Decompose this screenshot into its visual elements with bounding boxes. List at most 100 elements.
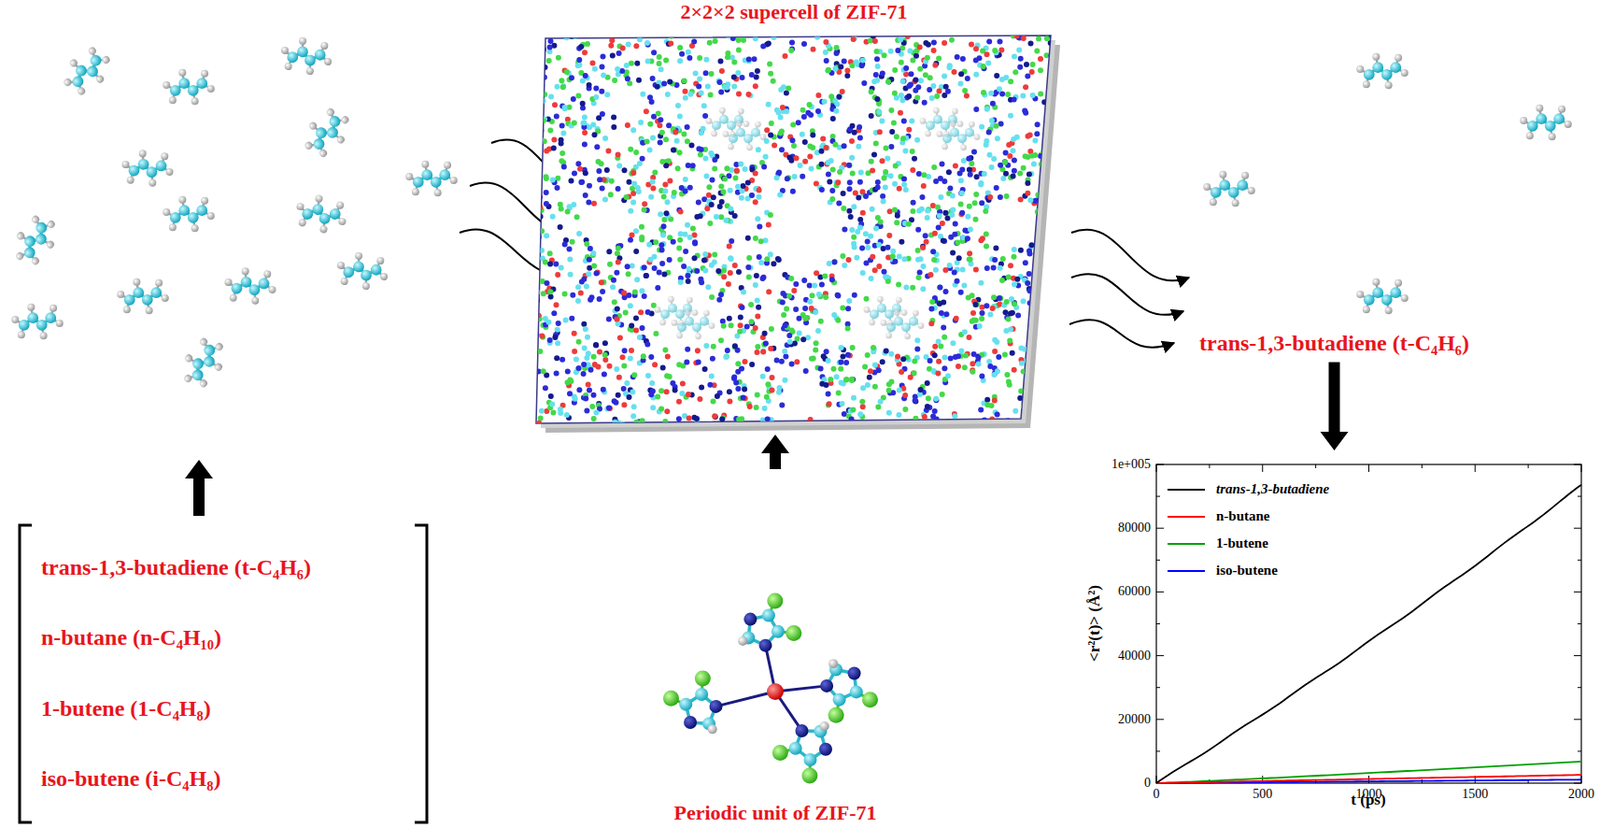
figure-part [915,84,921,90]
figure-part [930,202,936,209]
figure-part [821,376,827,383]
figure-part [934,204,941,211]
figure-part [659,247,666,254]
figure-part [812,309,819,315]
figure-part [616,50,623,57]
figure-part [707,220,713,227]
figure-part [739,304,746,311]
figure-part [1029,69,1035,75]
figure-part [719,68,725,74]
figure-part [932,62,938,69]
figure-part [1550,118,1560,127]
figure-part [901,221,907,227]
figure-part [11,315,19,324]
figure-part [1007,78,1014,85]
figure-part [733,76,739,83]
figure-part [704,173,710,180]
figure-part [749,164,755,170]
figure-part [169,212,182,224]
figure-part [1022,153,1029,159]
figure-part [872,94,878,100]
molecule-figure [162,69,214,105]
figure-part [779,290,786,297]
figure-part [683,394,690,400]
figure-part [753,404,760,411]
figure-part [736,379,743,385]
figure-part [896,185,903,192]
figure-part [141,294,154,306]
molecule-figure [1519,104,1572,141]
figure-part [896,387,903,394]
figure-part [713,153,720,159]
figure-part [184,210,194,218]
figure-part [67,77,78,87]
figure-part [874,77,880,84]
figure-part [969,360,976,367]
figure-part [898,59,905,66]
figure-part [901,182,907,188]
figure-part [546,285,553,292]
figure-part [823,145,830,152]
figure-part [542,259,549,266]
figure-part [411,187,420,196]
figure-part [941,334,948,340]
figure-part [778,387,784,394]
figure-part [879,70,886,77]
figure-part [599,111,606,117]
figure-part [921,99,928,106]
figure-part [534,102,540,109]
figure-part [755,146,762,153]
figure-part [705,203,711,210]
figure-part [859,62,865,69]
figure-part [863,230,869,237]
figure-part [778,130,784,137]
figure-part [794,335,801,341]
figure-part [851,244,858,251]
figure-part [813,180,820,186]
figure-part [127,164,141,177]
figure-part [628,323,635,329]
figure-part [264,273,269,284]
figure-part [912,99,919,105]
figure-part [936,284,943,291]
figure-part [583,354,590,361]
figure-part [1035,208,1042,214]
figure-part [834,100,840,107]
figure-part [133,163,143,171]
figure-part [639,265,646,271]
figure-part [1544,120,1557,132]
figure-part [736,46,742,53]
figure-part [935,299,942,306]
figure-part [763,237,769,243]
figure-part [800,336,807,342]
figure-part [543,173,550,180]
figure-part [632,292,638,298]
figure-part [885,278,892,284]
figure-part [421,169,433,181]
figure-part [1047,344,1053,351]
figure-part [808,166,815,172]
figure-part [978,199,985,206]
figure-part [1027,132,1034,139]
figure-part [41,220,51,231]
figure-part [566,390,573,397]
figure-part [847,162,853,169]
figure-part [663,57,669,64]
figure-part [332,131,341,142]
figure-part [997,295,1004,301]
figure-part [876,111,882,117]
figure-part [660,364,666,370]
figure-part [830,97,836,103]
figure-part [1006,338,1013,344]
figure-part [548,38,554,44]
figure-part [724,50,731,57]
figure-part [916,207,922,213]
figure-part [616,163,623,170]
figure-part [1356,65,1364,73]
figure-part [172,90,176,100]
figure-part [728,255,735,262]
figure-part [317,147,328,158]
figure-part [840,205,847,212]
figure-part [945,372,951,379]
figure-part [776,110,782,116]
